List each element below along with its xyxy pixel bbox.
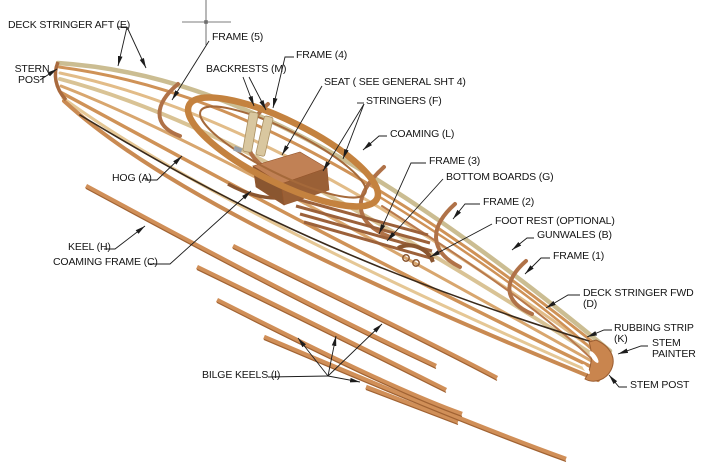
stern-post-piece (53, 61, 68, 102)
part-label-frame-4: FRAME (4) (296, 49, 348, 61)
part-label-backrests: BACKRESTS (M) (206, 63, 287, 75)
part-label-stringers: STRINGERS (F) (366, 95, 442, 107)
bilge-keel-strip (365, 384, 459, 425)
part-label-deck-stringer-aft: DECK STRINGER AFT (E) (8, 19, 131, 31)
seat-fitting (233, 145, 243, 154)
frame-5-rib (157, 82, 182, 138)
part-label-coaming-frame: COAMING FRAME (C) (53, 256, 158, 268)
hog-stringer (60, 91, 604, 374)
coaming-ring (184, 94, 382, 210)
bottom-board (303, 220, 435, 261)
part-label-frame-5: FRAME (5) (212, 31, 264, 43)
part-label-frame-2: FRAME (2) (483, 196, 535, 208)
bottom-board (295, 204, 431, 245)
bilge-keel-strip (196, 264, 448, 393)
part-label-stem-painter: STEM PAINTER (652, 337, 696, 361)
part-label-gunwales: GUNWALES (B) (537, 229, 612, 241)
part-label-seat: SEAT ( SEE GENERAL SHT 4) (324, 76, 466, 88)
deck-stringer-fwd (381, 205, 599, 366)
part-label-rubbing-strip: RUBBING STRIP (K) (614, 322, 694, 346)
part-label-hog: HOG (A) (112, 172, 152, 184)
stringer (61, 96, 602, 378)
frame-1-rib (507, 259, 534, 316)
part-label-frame-3: FRAME (3) (429, 155, 481, 167)
part-label-bilge-keels: BILGE KEELS (I) (202, 369, 281, 381)
part-label-foot-rest: FOOT REST (OPTIONAL) (495, 215, 615, 227)
bow-stem (582, 339, 614, 382)
part-label-deck-stringer-fwd: DECK STRINGER FWD (D) (583, 287, 694, 311)
foot-rest-assembly (397, 243, 435, 267)
part-label-bottom-boards: BOTTOM BOARDS (G) (446, 171, 554, 183)
bilge-keel-strip (215, 297, 463, 417)
part-label-frame-1: FRAME (1) (553, 250, 605, 262)
detached-strips (84, 184, 567, 462)
bilge-keel-strip (231, 243, 499, 380)
center-mark-icon (182, 0, 231, 45)
keel-strip (84, 184, 437, 369)
part-label-stem-post: STEM POST (630, 379, 690, 391)
part-label-keel: KEEL (H) (68, 241, 111, 253)
backrests (242, 111, 274, 157)
part-label-stern-post-aft: STERN POST (14, 63, 50, 87)
bilge-keel-strip (263, 334, 567, 462)
hull-bottom-edge (62, 99, 600, 382)
deck-stringer-fwd (376, 194, 602, 359)
bottom-board (292, 196, 429, 237)
rubbing-strip-line (79, 114, 590, 342)
part-label-coaming: COAMING (L) (390, 128, 455, 140)
frame-2-rib (434, 202, 462, 269)
leader-lines (39, 26, 648, 388)
